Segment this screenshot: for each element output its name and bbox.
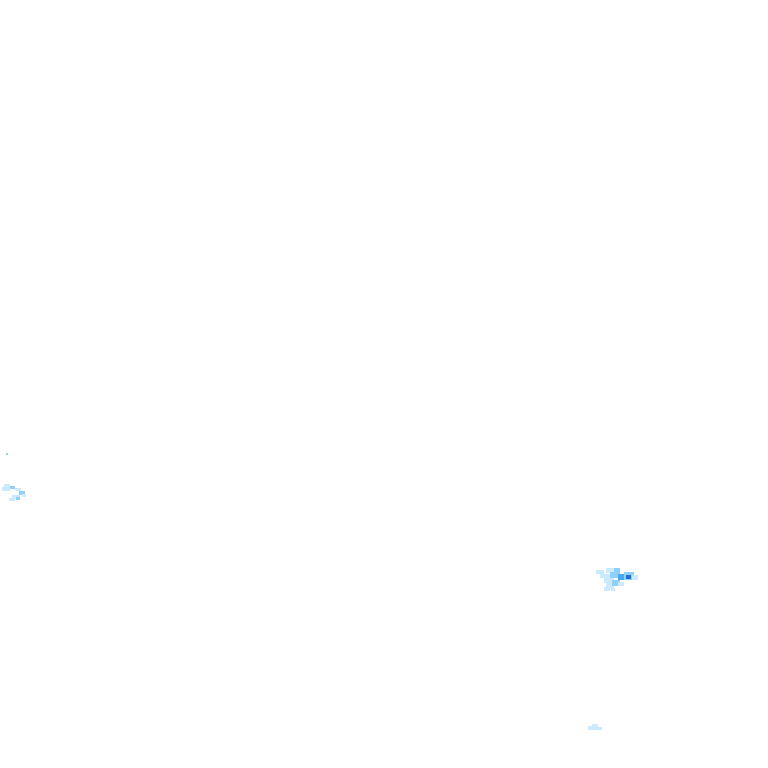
radar-cell-medium [6,453,8,455]
radar-cell-light [604,587,610,591]
radar-cell-light [588,726,596,730]
radar-cell-medium [10,486,15,489]
radar-cell-light [592,724,598,727]
radar-speck [6,453,8,455]
radar-cell-light [604,578,614,583]
radar-cell-light [618,582,624,586]
radar-cell-intense [626,575,631,579]
radar-cell-light [596,570,604,574]
radar-echo-west [2,484,26,501]
radar-cell-light [9,498,15,501]
radar-cell-light [596,727,602,730]
radar-cell-light [606,568,614,573]
radar-cell-light [4,484,10,487]
radar-cell-light [22,494,26,497]
radar-cell-light [632,575,638,580]
radar-cell-light [611,588,615,591]
radar-cell-light [606,583,614,588]
radar-cell-light [2,487,10,491]
radar-cell-medium [612,580,620,586]
radar-cell-medium [19,491,25,495]
radar-cell-light [15,488,21,491]
radar-echo-south [588,724,602,730]
radar-cell-medium [16,497,20,500]
radar-cell-heavy [618,574,626,580]
radar-echo-southeast [596,568,638,591]
radar-cell-medium [610,572,620,578]
radar-cell-light [600,574,610,578]
radar-cell-medium [614,568,620,572]
